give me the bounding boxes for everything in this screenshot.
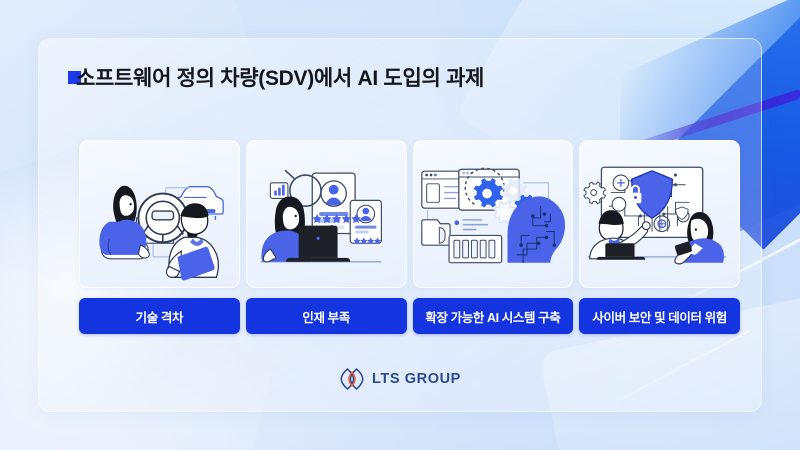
label-button-skill-gap[interactable]: 기술 격차 (79, 298, 240, 334)
shield-lock-security-icon (583, 166, 727, 265)
card-row (79, 140, 740, 288)
card-skill-gap[interactable] (79, 140, 240, 288)
card-scalable-ai[interactable] (412, 140, 574, 288)
title-text: 소프트웨어 정의 차량(SDV)에서 AI 도입의 과제 (76, 67, 485, 90)
label-button-scalable-ai[interactable]: 확장 가능한 AI 시스템 구축 (412, 298, 574, 334)
recruiting-profile-rating-icon (260, 169, 382, 263)
title-accent-square (68, 71, 81, 84)
card-cyber-security[interactable] (579, 140, 740, 288)
steering-wheel-car-people-icon (99, 185, 224, 281)
card-talent-shortage[interactable] (245, 140, 407, 288)
page-title: 소프트웨어 정의 차량(SDV)에서 AI 도입의 과제 (68, 66, 484, 92)
lts-group-logo-icon (340, 368, 364, 390)
brand-logo: LTS GROUP (0, 366, 800, 392)
label-row: 기술 격차 인재 부족 확장 가능한 AI 시스템 구축 사이버 보안 및 데이… (79, 298, 740, 334)
logo-text: LTS GROUP (372, 371, 461, 387)
ai-brain-gears-server-icon (420, 167, 565, 264)
label-button-cyber-security[interactable]: 사이버 보안 및 데이터 위험 (579, 298, 740, 334)
label-button-talent-shortage[interactable]: 인재 부족 (245, 298, 407, 334)
